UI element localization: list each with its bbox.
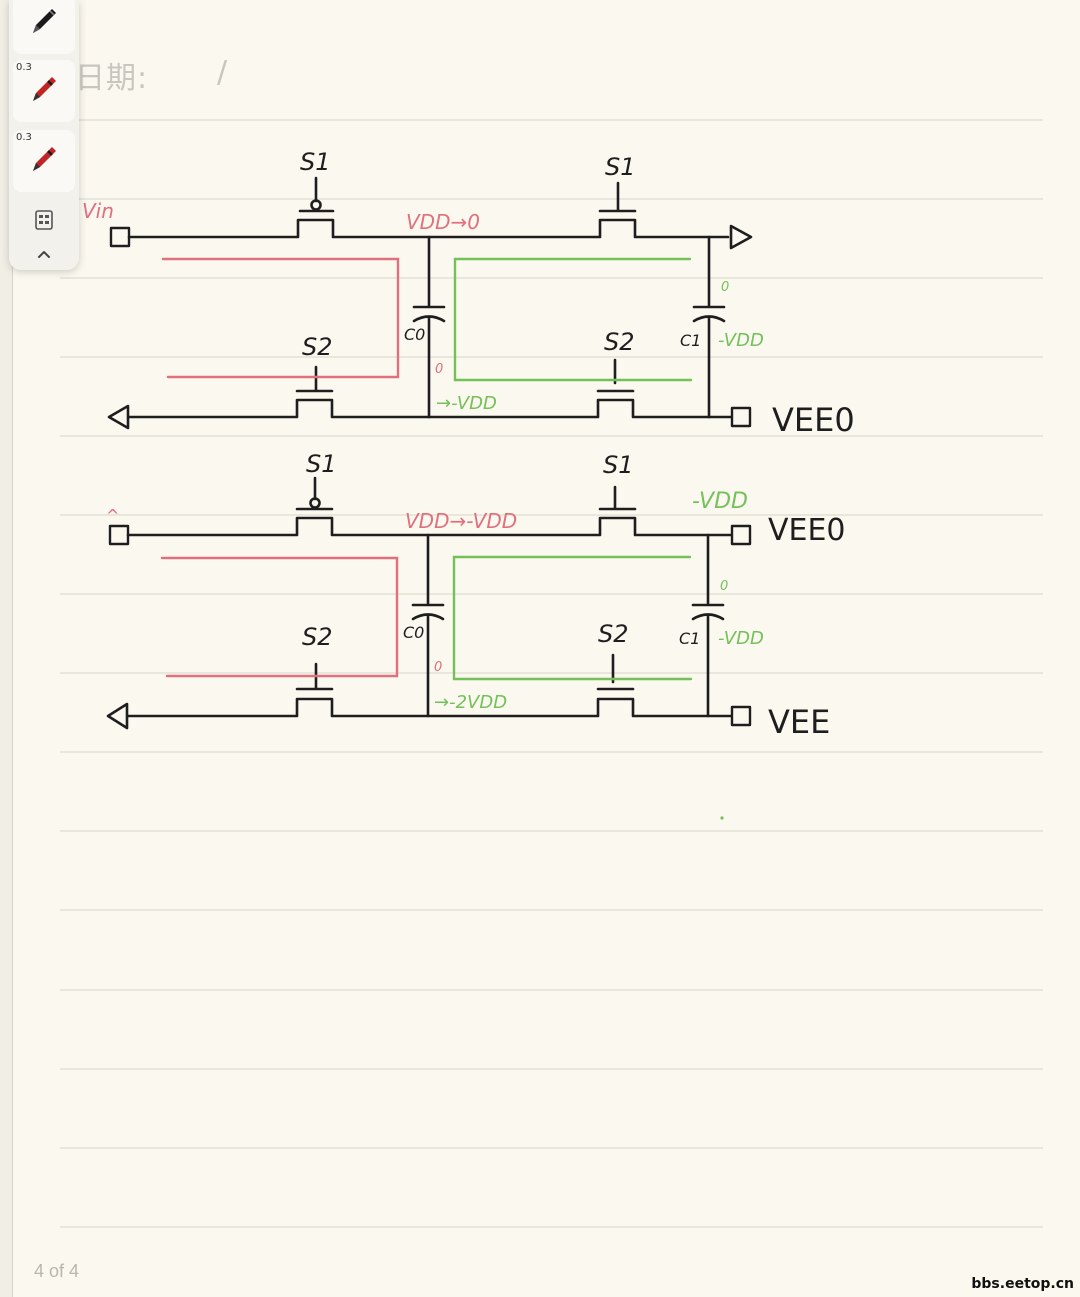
- pen-tool-red-2[interactable]: 0.3: [13, 130, 75, 192]
- vin-label: Vin: [82, 199, 114, 223]
- ink-dot: [720, 816, 724, 820]
- node-top-label: VDD→0: [406, 210, 480, 234]
- c1-bottom-label: -VDD: [718, 330, 764, 351]
- circuit-stage-2: [106, 476, 752, 730]
- red-path-2: [160, 556, 399, 678]
- ruled-lines: [60, 119, 1043, 1228]
- pen-size-label: 0.3: [16, 132, 32, 143]
- output-arrow-bottom: [107, 404, 130, 430]
- stage2-s2-left-label: S2: [302, 623, 333, 651]
- circuit-stage-1: [107, 176, 753, 430]
- vee-label: VEE: [768, 703, 830, 741]
- c0-bottom-label: 0: [435, 362, 443, 377]
- stage2-s1-right-label: S1: [603, 451, 634, 479]
- date-label: 日期:: [75, 61, 149, 96]
- stage2-s1-left-bubble: [309, 497, 321, 509]
- chevron-up-icon[interactable]: [33, 243, 55, 265]
- node-bottom-label: →-VDD: [436, 393, 497, 414]
- s2-right-label: S2: [604, 328, 635, 356]
- pen-black-icon: [33, 9, 56, 33]
- page-gutter: [0, 0, 12, 1297]
- input-terminal: [109, 226, 131, 248]
- stage-2-current-paths: [160, 555, 693, 681]
- stage-2-labels: S1 S1 S2 S2 ^ VDD→-VDD →-2VDD C0 C1 0 -V…: [106, 450, 846, 741]
- page-edge: [12, 0, 13, 1297]
- pen-tool-black[interactable]: [13, 0, 75, 54]
- green-path-2: [452, 555, 693, 681]
- c0-label: C0: [404, 325, 425, 344]
- stage2-output-arrow: [106, 702, 129, 730]
- stage2-c0-bottom-label: 0: [434, 660, 442, 675]
- vee-terminal: [730, 705, 752, 727]
- bottom-rail: [127, 398, 733, 419]
- pen-red-icon: [33, 147, 56, 171]
- stage2-s1-left-label: S1: [306, 450, 337, 478]
- s1-left-label: S1: [300, 148, 331, 176]
- c1-wire: [692, 235, 726, 419]
- stage2-right-top-label: -VDD: [692, 489, 748, 514]
- stage2-c1-bottom-label: -VDD: [718, 628, 764, 649]
- stage2-top-rail: [126, 516, 733, 537]
- stage2-c1-top-label: 0: [720, 579, 728, 594]
- red-path-1: [161, 257, 400, 379]
- s1-right-label: S1: [605, 153, 636, 181]
- s2-left-label: S2: [302, 333, 333, 361]
- layout-grid-icon[interactable]: [33, 209, 55, 231]
- stage2-input-terminal: [108, 524, 130, 546]
- pen-tool-red-1[interactable]: 0.3: [13, 60, 75, 122]
- pen-red-icon: [33, 77, 56, 101]
- pen-toolbar: 0.3 0.3: [9, 0, 79, 270]
- c0-wire: [412, 235, 446, 419]
- vee0-label: VEE0: [772, 401, 855, 439]
- stage2-node-bottom-label: →-2VDD: [434, 692, 507, 713]
- watermark: bbs.eetop.cn: [971, 1276, 1074, 1292]
- page-indicator: 4 of 4: [34, 1261, 80, 1281]
- s1-left-bubble: [310, 199, 322, 211]
- stage2-s2-right-label: S2: [598, 620, 629, 648]
- c1-label: C1: [680, 331, 701, 350]
- stage2-c0-wire: [411, 533, 445, 718]
- stage2-vee0-label: VEE0: [768, 513, 846, 548]
- c1-top-label: 0: [721, 280, 729, 295]
- green-path-1: [453, 257, 693, 382]
- stage2-node-top-label: VDD→-VDD: [405, 509, 517, 533]
- stage2-bottom-rail: [126, 697, 733, 718]
- date-separator: /: [217, 55, 228, 90]
- vee0-terminal: [730, 406, 752, 428]
- output-arrow-top: [729, 224, 753, 250]
- stage2-c1-label: C1: [679, 629, 700, 648]
- stage2-vee0-terminal: [730, 524, 752, 546]
- stage2-c1-wire: [691, 533, 725, 718]
- stage2-input-label: ^: [106, 506, 119, 525]
- top-rail-left: [127, 218, 730, 239]
- stage2-c0-label: C0: [403, 623, 424, 642]
- stage-1-current-paths: [161, 257, 693, 382]
- pen-size-label: 0.3: [16, 62, 32, 73]
- stage-1-labels: S1 S1 S2 S2 Vin VDD→0 →-VDD C0 C1 0 -VDD…: [82, 148, 855, 439]
